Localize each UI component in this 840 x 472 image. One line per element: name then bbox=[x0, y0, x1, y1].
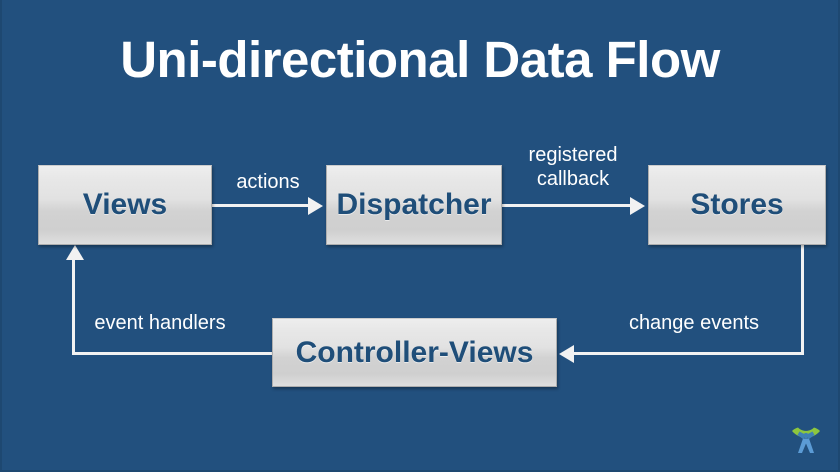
edge-label-actions: actions bbox=[236, 171, 300, 193]
node-controller-views-label: Controller-Views bbox=[295, 335, 534, 369]
edge-label-change-events: change events bbox=[628, 312, 760, 334]
edge-label-event-handlers: event handlers bbox=[94, 312, 226, 334]
node-stores[interactable]: Stores bbox=[648, 165, 826, 245]
node-dispatcher[interactable]: Dispatcher bbox=[326, 165, 502, 245]
node-views-label: Views bbox=[82, 188, 168, 221]
arrow-dispatcher-to-stores-head-icon bbox=[630, 197, 645, 215]
arrow-stores-to-controller-horizontal bbox=[574, 352, 804, 355]
arrow-stores-to-controller-vertical bbox=[801, 245, 804, 355]
node-controller-views[interactable]: Controller-Views bbox=[272, 318, 557, 387]
arrow-views-to-dispatcher-line bbox=[212, 204, 310, 207]
arrow-views-to-dispatcher-head-icon bbox=[308, 197, 323, 215]
person-with-raised-arms-logo-icon bbox=[792, 427, 820, 453]
page-title: Uni-directional Data Flow bbox=[120, 31, 720, 88]
arrow-controller-to-views-vertical bbox=[72, 258, 75, 355]
edge-label-registered-callback: registered callback bbox=[528, 144, 618, 190]
arrow-stores-to-controller-head-icon bbox=[559, 345, 574, 363]
arrow-controller-to-views-horizontal bbox=[72, 352, 274, 355]
node-views[interactable]: Views bbox=[38, 165, 212, 245]
node-stores-label: Stores bbox=[690, 188, 784, 221]
node-dispatcher-label: Dispatcher bbox=[336, 188, 492, 221]
arrow-dispatcher-to-stores-line bbox=[502, 204, 632, 207]
arrow-controller-to-views-head-icon bbox=[66, 245, 84, 260]
